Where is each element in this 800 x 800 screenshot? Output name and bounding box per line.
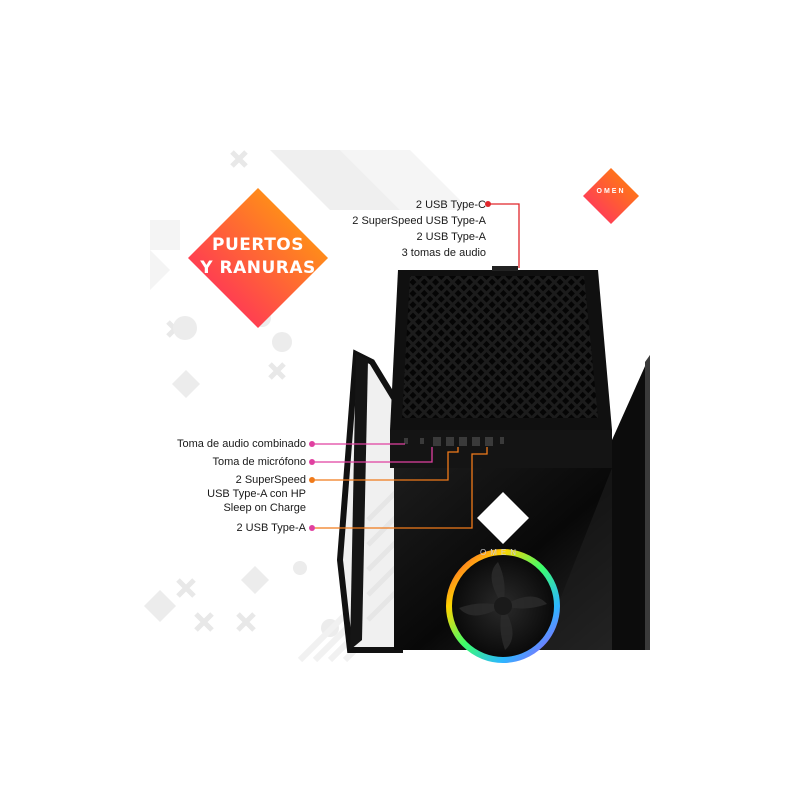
superspeed-label: 2 SuperSpeed USB Type-A con HP Sleep on …	[120, 473, 306, 515]
superspeed-dot	[309, 477, 315, 483]
top-ports-label: 2 USB Type-C 2 SuperSpeed USB Type-A 2 U…	[300, 197, 486, 261]
front-diamond-logo	[477, 492, 529, 544]
left-side-panel	[336, 349, 403, 653]
top-ports-line-2: 2 SuperSpeed USB Type-A	[352, 215, 486, 227]
mic-dot	[309, 459, 315, 465]
superspeed-line-3: Sleep on Charge	[223, 502, 306, 514]
superspeed-line-1: 2 SuperSpeed	[235, 474, 306, 486]
logo-text: OMEN	[596, 188, 626, 195]
case-omen-text: OMEN	[480, 548, 520, 557]
combo-audio-label: Toma de audio combinado	[176, 438, 306, 450]
right-side-panel	[612, 355, 650, 650]
superspeed-line-2: USB Type-A con HP	[207, 488, 306, 500]
section-badge: PUERTOS Y RANURAS	[188, 188, 328, 328]
badge-title: PUERTOS Y RANURAS	[188, 234, 328, 280]
top-mesh	[402, 276, 598, 418]
badge-line-1: PUERTOS	[212, 235, 304, 255]
badge-line-2: Y RANURAS	[200, 258, 316, 278]
usb-a-dot	[309, 525, 315, 531]
usb-a-label: 2 USB Type-A	[236, 522, 307, 534]
top-ports-line-1: 2 USB Type-C	[415, 199, 486, 211]
badge-diamond	[188, 188, 328, 328]
logo-diamond	[583, 168, 639, 224]
top-ports-line-3: 2 USB Type-A	[416, 231, 487, 243]
omen-logo: OMEN	[583, 168, 639, 224]
combo-audio-dot	[309, 441, 315, 447]
rgb-ring	[446, 549, 560, 663]
top-ports-line-4: 3 tomas de audio	[401, 247, 486, 259]
mic-label: Toma de micrófono	[212, 456, 306, 468]
top-ports-dot	[485, 201, 491, 207]
